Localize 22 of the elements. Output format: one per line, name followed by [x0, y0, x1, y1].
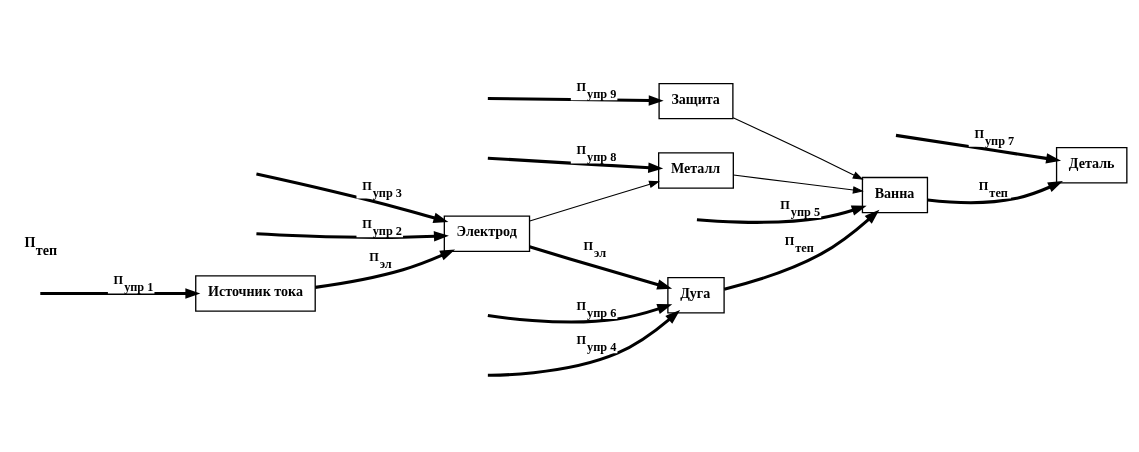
node-box: Металл [658, 152, 734, 189]
arrow [487, 95, 664, 106]
arrow [487, 156, 664, 173]
arrow [895, 133, 1062, 164]
arrow [696, 205, 867, 224]
node-box: Ванна [861, 176, 929, 214]
arrow [723, 209, 880, 291]
arrow [40, 288, 201, 299]
arrow [487, 310, 681, 377]
node-box: Дуга [667, 277, 725, 314]
node-box: Защита [658, 82, 734, 120]
arrow [732, 117, 864, 180]
arrow [529, 180, 660, 222]
node-box: Электрод [443, 215, 531, 252]
arrow [529, 245, 673, 290]
node-box: Деталь [1055, 147, 1128, 184]
arrow [487, 304, 673, 324]
arrow [927, 181, 1063, 205]
arrow [315, 249, 456, 289]
arrow [732, 174, 864, 194]
node-box: Источник тока [195, 275, 316, 312]
arrow [256, 231, 449, 242]
